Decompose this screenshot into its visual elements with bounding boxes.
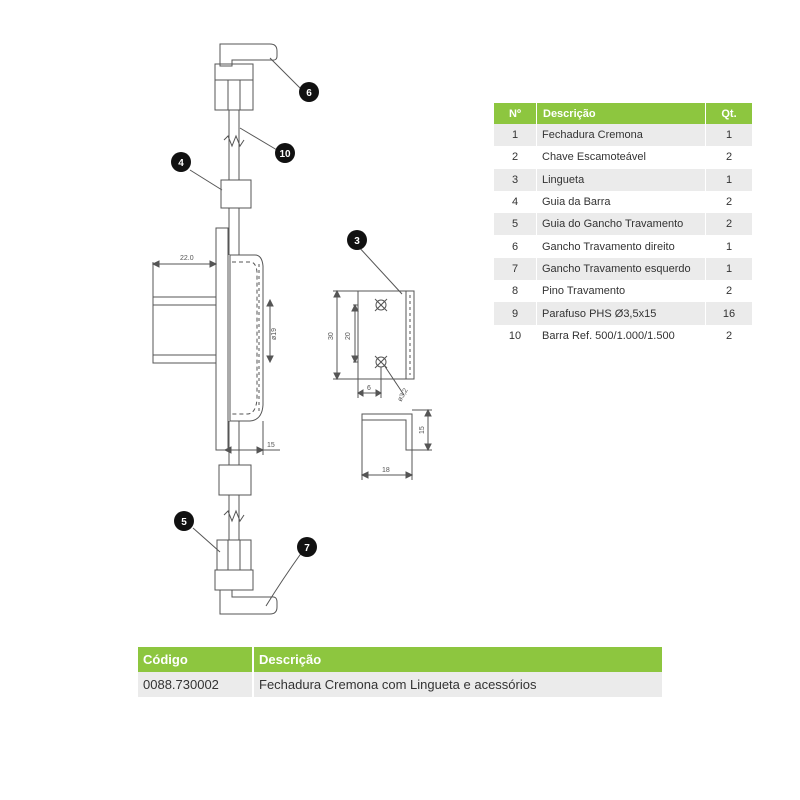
part-quantity: 2: [705, 213, 752, 236]
part-number: 9: [494, 302, 537, 325]
part-number: 10: [494, 324, 537, 347]
part-description: Parafuso PHS Ø3,5x15: [536, 302, 706, 325]
part-number: 1: [494, 124, 537, 147]
bottom-hook-guide-upper: [216, 539, 252, 571]
part-quantity: 2: [725, 196, 733, 209]
callout-3: 3: [347, 230, 367, 250]
part-number: 8: [494, 280, 537, 303]
part-quantity: 2: [725, 151, 733, 164]
dim-15-bottom-label: 15: [267, 442, 275, 449]
part-number: 5: [494, 213, 537, 236]
callout-7: 7: [297, 537, 317, 557]
callout-5: 5: [174, 511, 194, 531]
part-quantity: 2: [725, 285, 733, 298]
dim-6-label: 6: [367, 385, 371, 392]
part-quantity: 16: [705, 302, 752, 325]
svg-text:4: 4: [178, 158, 184, 169]
product-header-desc: Descrição: [253, 647, 662, 672]
dim-15-side-label: 15: [419, 426, 426, 434]
part-number: 3: [494, 168, 537, 191]
part-description: Gancho Travamento esquerdo: [536, 257, 706, 281]
part-description: Guia da Barra: [536, 190, 706, 214]
part-number: 6: [494, 235, 537, 258]
dim-phi19-label: ø19: [271, 328, 278, 340]
product-header-code: Código: [138, 647, 254, 672]
bar-guide-lower: [218, 464, 252, 496]
tongue-side: [361, 413, 413, 451]
svg-text:3: 3: [354, 236, 360, 247]
part-description: Pino Travamento: [536, 280, 706, 303]
header-no: Nº: [494, 103, 537, 124]
product-description: Fechadura Cremona com Lingueta e acessór…: [253, 672, 662, 697]
dim-18-label: 18: [382, 467, 390, 474]
bar-guide-upper: [220, 179, 252, 209]
product-code: 0088.730002: [138, 672, 254, 697]
dim-22-label: 22.0: [180, 255, 194, 262]
svg-text:10: 10: [279, 149, 291, 160]
header-qty: Qt.: [705, 103, 752, 124]
part-description: Lingueta: [536, 168, 706, 191]
part-quantity: 1: [705, 124, 752, 147]
top-hook: [219, 43, 278, 67]
part-quantity: 1: [705, 257, 752, 281]
part-quantity: 1: [705, 168, 752, 191]
svg-text:5: 5: [181, 517, 187, 528]
parts-table-header: Nº Descrição Qt.: [494, 103, 752, 124]
callout-6: 6: [299, 82, 319, 102]
part-description: Guia do Gancho Travamento: [536, 213, 706, 236]
part-description: Barra Ref. 500/1.000/1.500: [536, 324, 706, 347]
part-number: 4: [494, 190, 537, 214]
top-hook-guide-lower: [214, 79, 254, 111]
dim-phi32-label: ø3,2: [397, 387, 410, 403]
svg-text:7: 7: [304, 543, 310, 554]
handle: [152, 296, 217, 364]
part-number: 2: [494, 146, 537, 169]
part-description: Gancho Travamento direito: [536, 235, 706, 258]
callout-4: 4: [171, 152, 191, 172]
dim-30-label: 30: [328, 332, 335, 340]
header-desc: Descrição: [536, 103, 706, 124]
svg-text:6: 6: [306, 88, 312, 99]
mounting-plate: [215, 227, 229, 451]
part-description: Chave Escamoteável: [536, 146, 706, 169]
bottom-hook-guide-lower: [214, 569, 254, 591]
part-number: 7: [494, 257, 537, 281]
product-table: Código Descrição 0088.730002 Fechadura C…: [138, 647, 662, 697]
lock-body: [229, 254, 264, 422]
callout-10: 10: [275, 143, 295, 163]
product-row: 0088.730002 Fechadura Cremona com Lingue…: [138, 672, 662, 697]
part-description: Fechadura Cremona: [536, 124, 706, 147]
part-quantity: 2: [725, 329, 733, 342]
part-quantity: 1: [725, 240, 733, 253]
dim-20-label: 20: [345, 332, 352, 340]
